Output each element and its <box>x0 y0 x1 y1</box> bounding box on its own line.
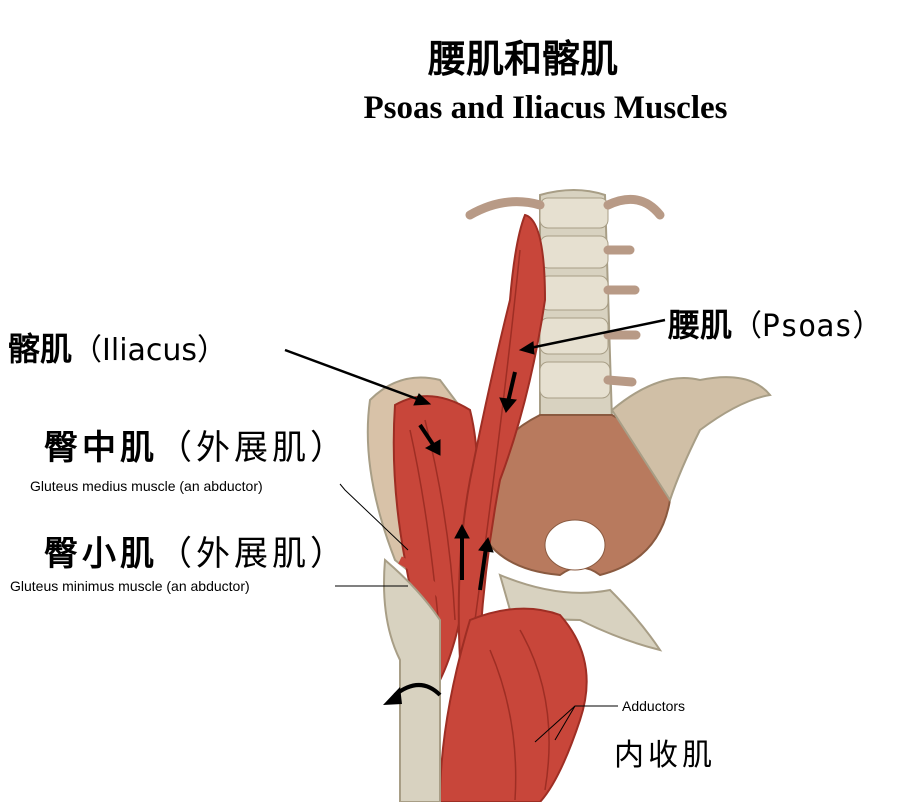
label-iliacus: 髂肌（Iliacus） <box>8 324 227 370</box>
femur <box>384 560 450 802</box>
label-gluteus-medius-name: 臀中肌 <box>44 428 158 468</box>
label-psoas-en: （Psoas） <box>732 309 882 344</box>
label-gluteus-minimus-name: 臀小肌 <box>44 534 158 574</box>
label-gluteus-minimus-en: Gluteus minimus muscle (an abductor) <box>10 578 250 594</box>
label-iliacus-en: （Iliacus） <box>72 333 227 368</box>
label-gluteus-medius-zh: 臀中肌（外展肌） <box>44 420 348 469</box>
label-gluteus-minimus-role: （外展肌） <box>158 534 348 574</box>
label-iliacus-zh: 髂肌 <box>8 330 72 368</box>
label-adductors-en: Adductors <box>622 698 685 714</box>
label-adductors-zh: 内收肌 <box>614 730 716 774</box>
label-gluteus-medius-role: （外展肌） <box>158 428 348 468</box>
label-psoas-zh: 腰肌 <box>668 306 732 344</box>
label-gluteus-minimus-zh: 臀小肌（外展肌） <box>44 526 348 575</box>
label-gluteus-medius-en: Gluteus medius muscle (an abductor) <box>30 478 263 494</box>
label-psoas: 腰肌（Psoas） <box>668 300 882 346</box>
